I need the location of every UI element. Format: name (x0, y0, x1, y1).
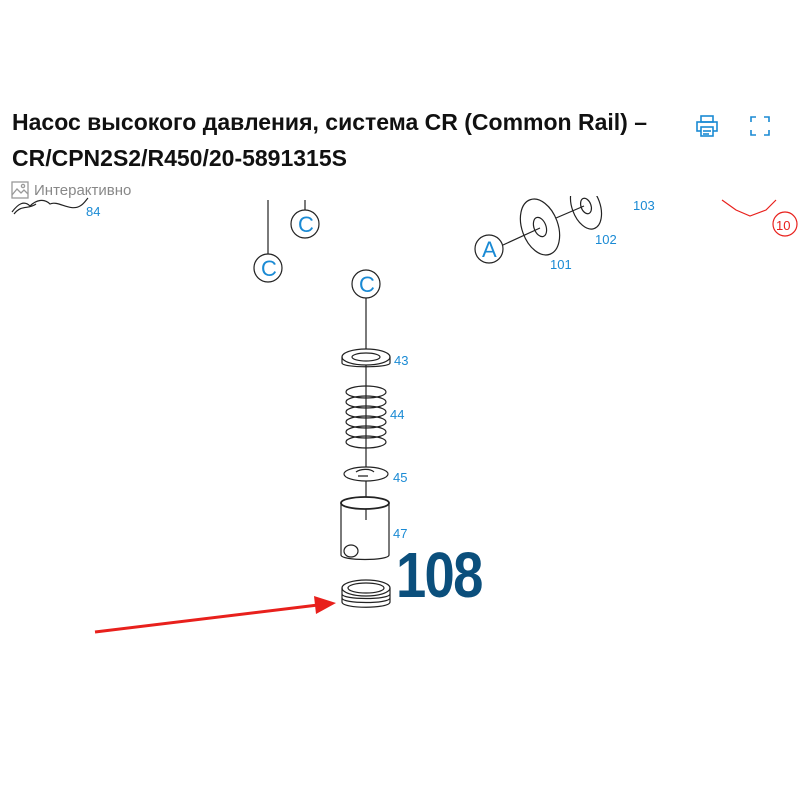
callout-c[interactable]: C (298, 212, 314, 237)
fullscreen-icon (750, 116, 770, 136)
part-label-43[interactable]: 43 (394, 353, 408, 368)
part-43-ring (341, 348, 391, 368)
part-45-plate (343, 466, 389, 482)
page-title: Насос высокого давления, система CR (Com… (12, 109, 647, 171)
part-108-ring (341, 579, 391, 608)
part-label-45[interactable]: 45 (393, 470, 407, 485)
callout-c[interactable]: C (261, 256, 277, 281)
part-label-47[interactable]: 47 (393, 526, 407, 541)
part-label-84[interactable]: 84 (86, 204, 100, 219)
part-label-red[interactable]: 10 (776, 218, 790, 233)
part-47-sleeve (340, 496, 390, 561)
callout-a-circle (474, 234, 504, 264)
part-label-101[interactable]: 101 (550, 257, 572, 272)
fullscreen-button[interactable] (747, 113, 773, 139)
red-part-drawing (721, 199, 798, 237)
highlighted-part-number: 108 (396, 539, 483, 611)
interactive-toggle[interactable]: Интерактивно (11, 181, 131, 199)
washer-101 (519, 198, 561, 256)
printer-icon (696, 115, 718, 137)
callout-c-circle (290, 209, 320, 239)
part-84-drawing (11, 197, 89, 215)
washer-102 (569, 196, 603, 230)
part-label-102[interactable]: 102 (595, 232, 617, 247)
callout-c-circle (253, 253, 283, 283)
red-arrow (94, 596, 336, 634)
part-label-103[interactable]: 103 (633, 198, 655, 213)
part-44-spring (345, 385, 387, 449)
callout-a[interactable]: A (482, 237, 497, 262)
print-button[interactable] (694, 113, 720, 139)
part-label-44[interactable]: 44 (390, 407, 404, 422)
callout-c[interactable]: C (359, 272, 375, 297)
interactive-label: Интерактивно (34, 181, 132, 199)
image-icon (11, 181, 29, 199)
exploded-parts-diagram[interactable]: 10 C C C A 84 101 102 103 43 44 45 47 (0, 196, 800, 800)
